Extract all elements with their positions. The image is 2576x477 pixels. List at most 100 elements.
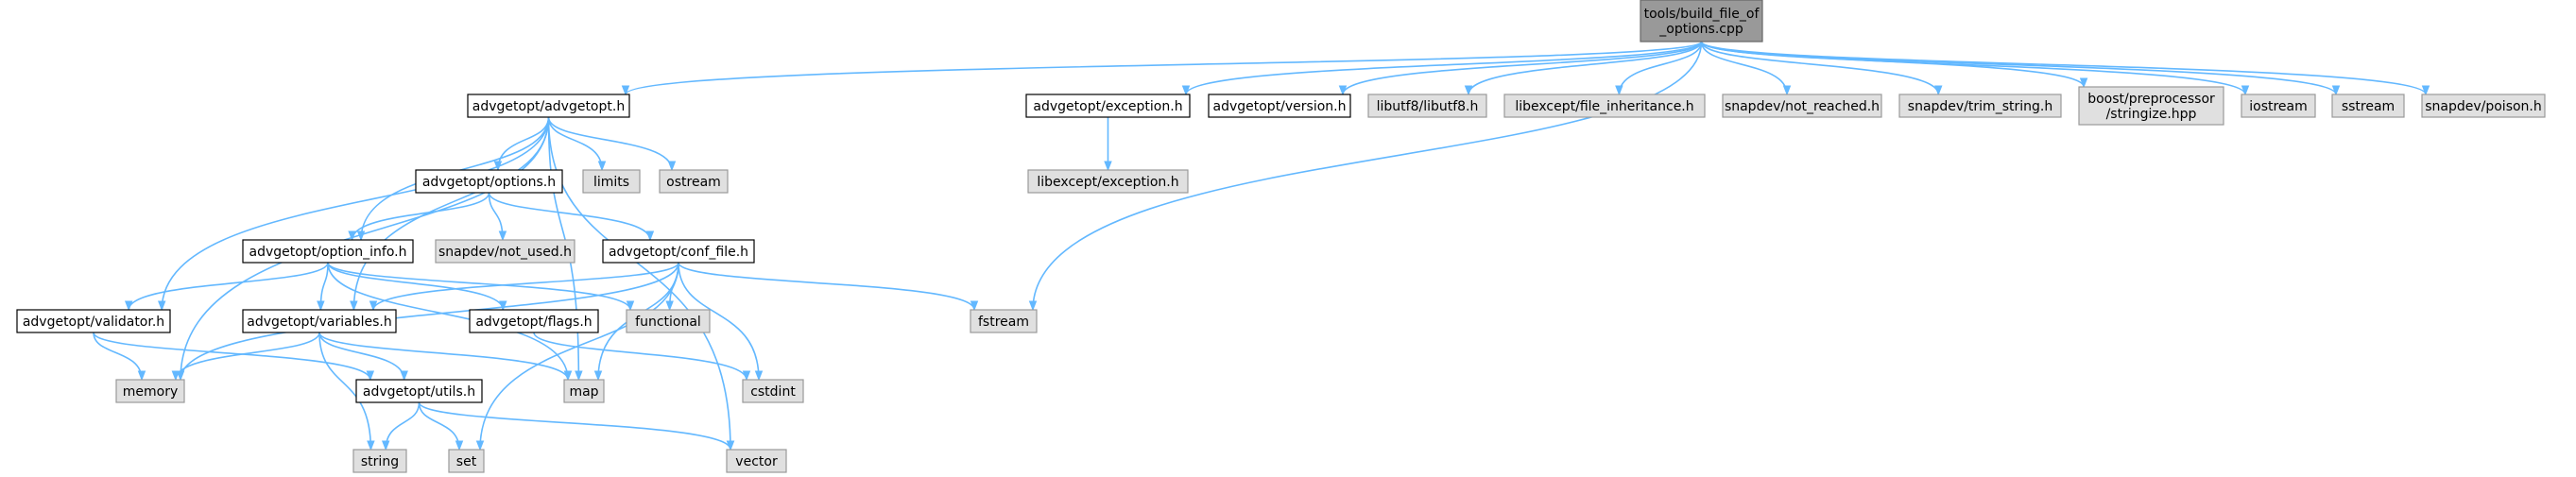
edge-arrowhead xyxy=(1464,85,1473,96)
node-label: snapdev/not_reached.h xyxy=(1725,99,1880,114)
node-set[interactable]: set xyxy=(448,449,485,473)
node-not-reached[interactable]: snapdev/not_reached.h xyxy=(1722,94,1882,118)
edge-line xyxy=(372,262,679,311)
node-advgetopt-h[interactable]: advgetopt/advgetopt.h xyxy=(467,94,630,118)
edge-arrowhead xyxy=(597,161,607,172)
node-label: functional xyxy=(635,315,701,330)
node-box xyxy=(1208,94,1351,118)
edge-root-to-advgetopt_h xyxy=(621,41,1703,96)
edge-line xyxy=(1618,41,1703,95)
node-label: vector xyxy=(735,454,778,469)
node-fstream[interactable]: fstream xyxy=(970,309,1038,333)
edge-line xyxy=(180,116,550,381)
node-validator-h[interactable]: advgetopt/validator.h xyxy=(16,309,171,333)
edge-arrowhead xyxy=(400,370,408,382)
edge-option_info_h-to-functional xyxy=(327,262,635,312)
node-box xyxy=(352,449,407,473)
edge-line xyxy=(352,116,550,311)
edge-line xyxy=(1342,41,1703,95)
node-box xyxy=(602,239,755,264)
edge-line xyxy=(93,332,143,381)
node-ostream[interactable]: ostream xyxy=(659,169,729,194)
node-box xyxy=(742,379,804,403)
node-exception-h[interactable]: advgetopt/exception.h xyxy=(1025,94,1191,118)
node-flags-h[interactable]: advgetopt/flags.h xyxy=(469,309,599,333)
node-sstream[interactable]: sstream xyxy=(2331,94,2405,118)
edge-arrowhead xyxy=(171,370,180,382)
node-file-inheritance[interactable]: libexcept/file_inheritance.h xyxy=(1503,94,1706,118)
edge-options_h-to-option_info_h xyxy=(348,192,490,242)
edge-arrowhead xyxy=(369,300,378,312)
node-map[interactable]: map xyxy=(563,379,605,403)
edge-line xyxy=(128,262,329,311)
node-vector[interactable]: vector xyxy=(726,449,787,473)
edge-arrowhead xyxy=(667,161,677,172)
edge-line xyxy=(93,332,371,381)
node-box xyxy=(1640,0,1763,43)
node-libexcept-exception[interactable]: libexcept/exception.h xyxy=(1027,169,1189,194)
edge-conf_file_h-to-set xyxy=(475,262,679,451)
node-label: snapdev/poison.h xyxy=(2425,99,2542,114)
node-memory[interactable]: memory xyxy=(115,379,185,403)
edge-exception_h-to-libexcept_exception xyxy=(1104,117,1112,172)
node-stringize[interactable]: boost/preprocessor/stringize.hpp xyxy=(2078,86,2224,126)
node-label: libutf8/libutf8.h xyxy=(1377,99,1479,114)
node-box xyxy=(469,309,599,333)
edge-arrowhead xyxy=(593,370,603,382)
node-box xyxy=(1503,94,1706,118)
node-limits[interactable]: limits xyxy=(582,169,641,194)
edge-advgetopt_h-to-validator_h xyxy=(157,116,550,312)
node-option-info-h[interactable]: advgetopt/option_info.h xyxy=(242,239,414,264)
node-poison[interactable]: snapdev/poison.h xyxy=(2421,94,2546,118)
node-box xyxy=(1027,169,1189,194)
edge-line xyxy=(533,332,747,381)
edge-option_info_h-to-variables_h xyxy=(317,262,329,312)
node-conf-file-h[interactable]: advgetopt/conf_file.h xyxy=(602,239,755,264)
node-variables-h[interactable]: advgetopt/variables.h xyxy=(242,309,397,333)
edge-advgetopt_h-to-limits xyxy=(547,116,607,172)
edge-option_info_h-to-flags_h xyxy=(327,262,507,312)
edge-line xyxy=(1185,41,1703,95)
node-trim-string[interactable]: snapdev/trim_string.h xyxy=(1898,94,2062,118)
node-box xyxy=(1722,94,1882,118)
edge-line xyxy=(1032,41,1703,311)
edge-root-to-exception_h xyxy=(1181,41,1703,96)
node-label: advgetopt/version.h xyxy=(1213,99,1347,114)
edge-arrowhead xyxy=(381,440,390,451)
node-label: libexcept/file_inheritance.h xyxy=(1515,99,1693,114)
edge-line xyxy=(1700,41,1788,95)
node-not-used[interactable]: snapdev/not_used.h xyxy=(435,239,575,264)
edge-arrowhead xyxy=(626,300,635,312)
node-cstdint[interactable]: cstdint xyxy=(742,379,804,403)
edge-conf_file_h-to-cstdint xyxy=(678,262,764,382)
node-label: string xyxy=(361,454,399,469)
edge-variables_h-to-string xyxy=(318,332,375,451)
node-libutf8[interactable]: libutf8/libutf8.h xyxy=(1367,94,1487,118)
node-label: cstdint xyxy=(750,384,796,400)
edge-variables_h-to-map xyxy=(318,332,573,382)
node-utils-h[interactable]: advgetopt/utils.h xyxy=(355,379,483,403)
edge-line xyxy=(547,116,603,171)
node-functional[interactable]: functional xyxy=(626,309,711,333)
edge-arrowhead xyxy=(498,230,507,242)
edge-line xyxy=(479,262,679,451)
edge-line xyxy=(678,262,975,311)
node-box xyxy=(563,379,605,403)
edge-line xyxy=(385,401,421,451)
edge-line xyxy=(318,332,569,381)
edge-validator_h-to-memory xyxy=(93,332,146,382)
node-options-h[interactable]: advgetopt/options.h xyxy=(415,169,563,194)
node-root: tools/build_file_of_options.cpp xyxy=(1640,0,1763,43)
node-iostream[interactable]: iostream xyxy=(2241,94,2316,118)
edge-conf_file_h-to-variables_h xyxy=(369,262,679,312)
node-label: memory xyxy=(123,384,179,400)
edge-root-to-fstream xyxy=(1028,41,1703,312)
node-label: tools/build_file_of xyxy=(1644,7,1760,22)
node-box xyxy=(16,309,171,333)
edge-arrowhead xyxy=(1181,85,1191,96)
node-string[interactable]: string xyxy=(352,449,407,473)
edge-line xyxy=(1700,41,2427,95)
node-version-h[interactable]: advgetopt/version.h xyxy=(1208,94,1351,118)
edge-option_info_h-to-validator_h xyxy=(124,262,329,312)
node-label: map xyxy=(569,384,598,400)
